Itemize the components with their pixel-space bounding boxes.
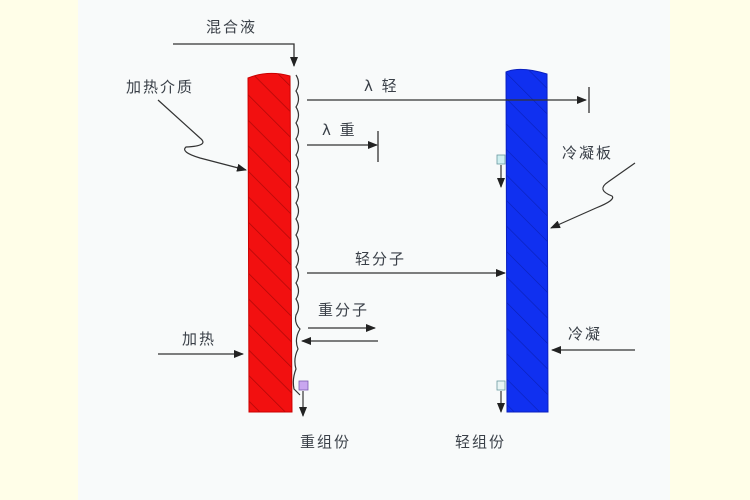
light-fraction-label: 轻组份 [455,433,507,451]
heavy-fraction-label: 重组份 [300,433,352,451]
condensing-plate-label: 冷凝板 [562,144,614,162]
heating-plate [247,72,293,413]
heating-medium-pointer [157,99,247,172]
condensing-plate-pointer [550,162,636,229]
condensing-plate [505,68,549,413]
diagram-canvas [78,0,670,500]
heavy-fraction-marker [298,380,309,391]
heating-label: 加热 [182,330,217,348]
light-fraction-marker-upper [496,154,506,165]
light-molecule-label: 轻分子 [355,250,407,268]
lambda-light-label: λ 轻 [364,77,399,95]
heating-medium-label: 加热介质 [126,78,195,96]
mixed-liquid-label: 混合液 [206,18,258,36]
liquid-film-line [292,74,301,396]
condensing-label: 冷凝 [568,325,603,343]
lambda-heavy-label: λ 重 [322,121,357,139]
heavy-molecule-label: 重分子 [318,301,370,319]
light-fraction-marker-lower [496,380,506,391]
mixed-liquid-arrow [173,43,298,67]
